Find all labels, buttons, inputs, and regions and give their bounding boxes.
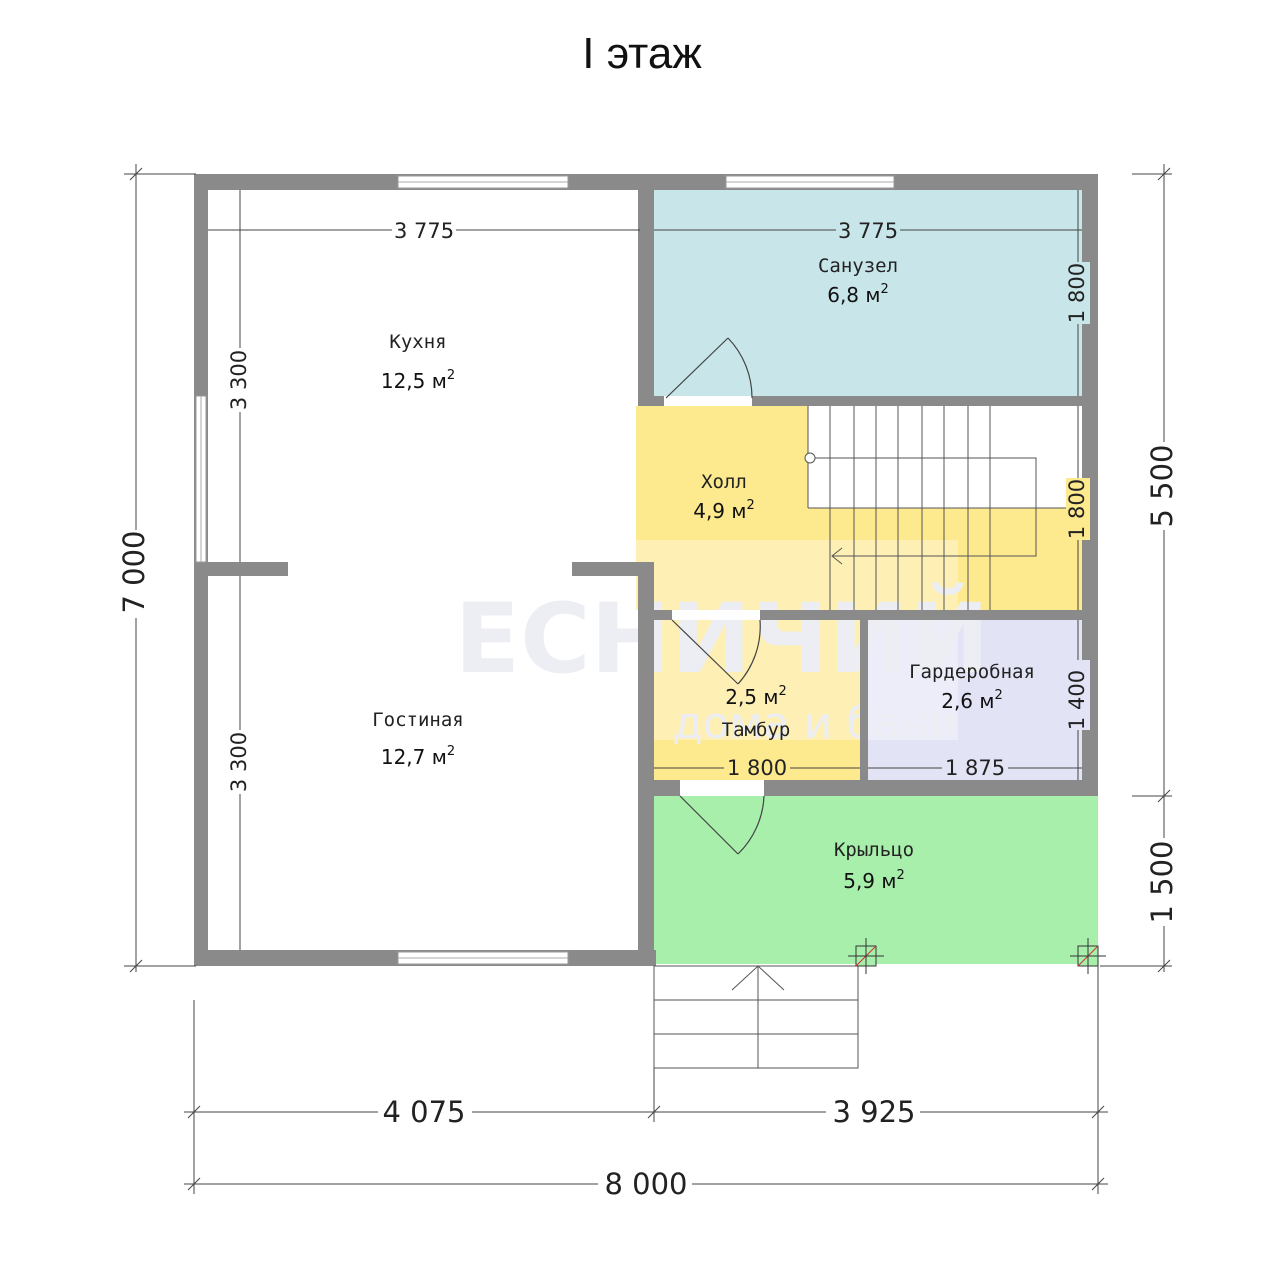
room-area-wardrobe: 2,6 м2 [941,688,1003,713]
dim-wardrobe-depth: 1 400 [1065,670,1089,730]
porch-posts [848,938,1106,974]
dim-kitchen-depth: 3 300 [227,350,251,410]
wall-left [194,174,208,966]
dim-hall-depth: 1 800 [1065,479,1089,539]
dim-porch-depth: 1 500 [1145,840,1179,923]
room-fill-porch [654,796,1098,964]
room-area-kitchen: 12,5 м2 [381,368,455,393]
room-area-living: 12,7 м2 [381,744,455,769]
room-area-hall: 4,9 м2 [693,498,755,523]
room-area-porch: 5,9 м2 [843,868,905,893]
dim-wardrobe-width: 1 875 [945,756,1005,780]
dim-total-depth: 7 000 [117,530,151,613]
dim-bath-depth: 1 800 [1065,263,1089,323]
door-swings [665,337,765,855]
page-title: I этаж [582,29,702,78]
dim-vestibule-width: 1 800 [727,756,787,780]
room-name-porch: Крыльцо [834,839,914,861]
wall-bath-hall [654,396,1082,406]
window-glass-lines [200,181,894,959]
porch-steps [653,965,859,1069]
room-name-hall: Холл [701,471,747,493]
room-fill-wardrobe [868,620,1082,780]
dim-left-width: 4 075 [382,1095,465,1129]
room-name-wardrobe: Гардеробная [909,661,1035,683]
wall-vestibule-wardrobe [860,620,868,780]
watermark-logo-text: ЕСНИЧИЙ [455,582,990,695]
wall-stub-right [572,562,654,576]
room-area-bathroom: 6,8 м2 [827,282,889,307]
room-fill-vestibule [654,620,860,780]
room-name-living: Гостиная [372,709,464,731]
room-labels: Кухня 12,5 м2 Санузел 6,8 м2 Холл 4,9 м2… [372,255,1035,893]
dim-right-width: 3 925 [832,1095,915,1129]
inner-dimension-labels: 3 775 3 775 1 800 1 800 1 400 3 300 3 30… [227,218,1090,794]
door-openings [664,396,764,796]
room-area-vestibule: 2,5 м2 [725,684,787,709]
dim-living-depth: 3 300 [227,732,251,792]
wall-stub-left [208,562,288,576]
room-name-kitchen: Кухня [389,331,446,353]
wall-porch-top [654,780,1098,796]
dim-total-width: 8 000 [604,1167,687,1201]
dim-bath-width: 3 775 [838,219,898,243]
wall-hall-vestibule [654,610,1082,620]
room-name-vestibule: Тамбур [722,719,791,741]
outer-dimension-labels: 7 000 5 500 1 500 4 075 3 925 8 000 [117,442,1180,1201]
staircase [804,406,1082,610]
wall-partition-lower [638,562,654,966]
dim-house-depth: 5 500 [1145,444,1179,527]
dim-kitchen-width: 3 775 [394,219,454,243]
stair-upper-area [808,406,1082,508]
wall-partition-upper [638,174,654,406]
watermark-subtitle: дома и бани [672,698,958,749]
room-name-bathroom: Санузел [818,255,898,277]
